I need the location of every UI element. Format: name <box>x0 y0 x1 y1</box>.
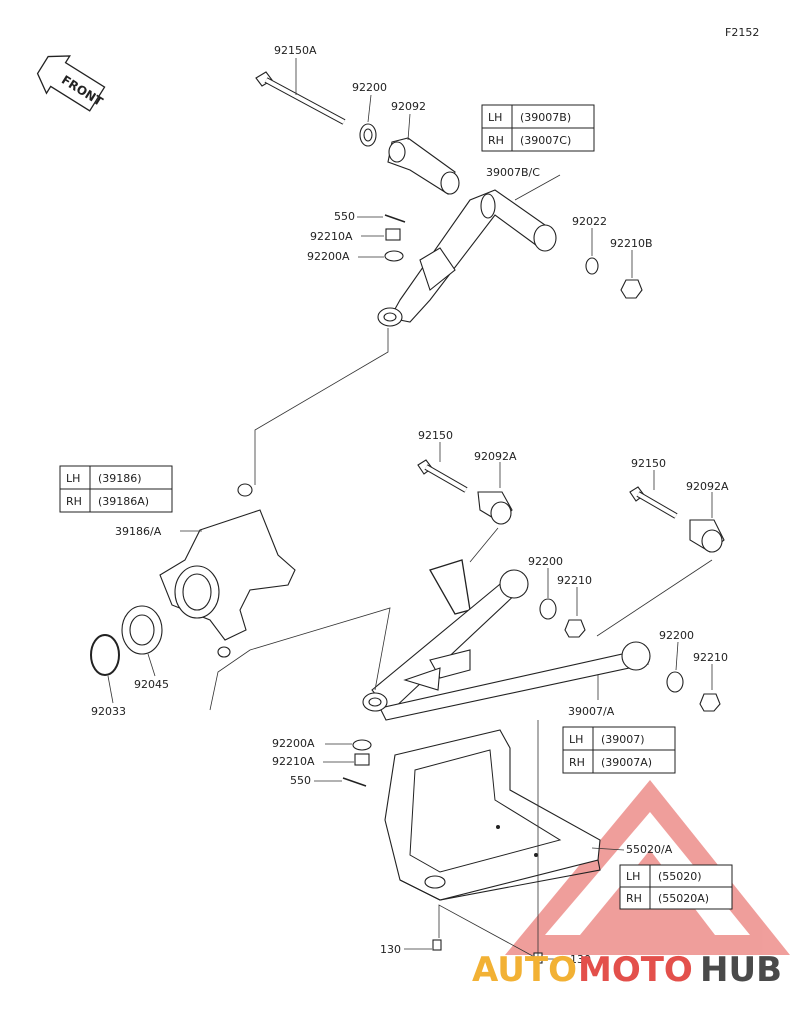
lower-a-arm <box>362 559 651 721</box>
label-92022: 92022 <box>572 215 607 228</box>
label-92200-right: 92200 <box>659 629 694 642</box>
table-guard: LH (55020) RH (55020A) <box>619 864 733 910</box>
watermark-moto: MOTO <box>578 950 693 990</box>
label-92092A-right: 92092A <box>686 480 729 493</box>
skid-guard-55020 <box>384 729 601 901</box>
label-92033: 92033 <box>91 705 126 718</box>
nut-92210-right <box>699 693 721 712</box>
label-92200-upper: 92200 <box>352 81 387 94</box>
table-knuckle-lh: LH <box>66 472 80 485</box>
label-92210-mid: 92210 <box>557 574 592 587</box>
label-92210B: 92210B <box>610 237 653 250</box>
bolt-130-left <box>432 939 442 951</box>
table-upper-arm: LH (39007B) RH (39007C) <box>481 104 595 152</box>
bolt-92150A <box>255 71 346 125</box>
table-guard-lh: LH <box>626 870 640 883</box>
label-39186A: 39186/A <box>115 525 162 538</box>
label-92150A: 92150A <box>274 44 317 57</box>
washer-92200-right <box>666 671 684 693</box>
washer-92200A-top <box>384 250 404 262</box>
table-guard-lh-code: (55020) <box>658 870 702 883</box>
table-upper-arm-lh: LH <box>488 111 502 124</box>
label-92200A-top: 92200A <box>307 250 350 263</box>
table-lower-arm-rh: RH <box>569 756 585 769</box>
leader-lines <box>107 58 713 961</box>
label-92092: 92092 <box>391 100 426 113</box>
upper-a-arm <box>377 189 557 327</box>
label-92092A-left: 92092A <box>474 450 517 463</box>
cotter-pin-550-bottom <box>342 777 367 787</box>
washer-92022 <box>585 257 599 275</box>
bolt-92150-right <box>629 486 678 519</box>
nut-92210B <box>620 279 643 299</box>
table-knuckle-lh-code: (39186) <box>98 472 142 485</box>
circlip-92033 <box>90 634 120 676</box>
bearing-92045 <box>121 605 163 655</box>
table-knuckle-rh-code: (39186A) <box>98 495 149 508</box>
table-guard-rh: RH <box>626 892 642 905</box>
figure-code: F2152 <box>725 26 759 39</box>
table-upper-arm-rh: RH <box>488 134 504 147</box>
steering-knuckle-39186 <box>159 483 296 658</box>
bushing-92092 <box>387 137 460 195</box>
front-arrow-icon: FRONT <box>36 55 106 112</box>
castle-nut-92210A-top <box>385 228 401 241</box>
label-92210A-top: 92210A <box>310 230 353 243</box>
table-lower-arm-lh: LH <box>569 733 583 746</box>
table-knuckle-rh: RH <box>66 495 82 508</box>
table-upper-arm-lh-code: (39007B) <box>520 111 571 124</box>
watermark-auto: AUTO <box>472 950 577 990</box>
castle-nut-92210A-bottom <box>354 753 370 766</box>
label-550-bottom: 550 <box>290 774 311 787</box>
bushing-92092A-right <box>689 519 725 553</box>
table-lower-arm-rh-code: (39007A) <box>601 756 652 769</box>
table-guard-rh-code: (55020A) <box>658 892 709 905</box>
label-92210-right: 92210 <box>693 651 728 664</box>
label-39007A: 39007/A <box>568 705 615 718</box>
label-92200A-bottom: 92200A <box>272 737 315 750</box>
label-92150-left: 92150 <box>418 429 453 442</box>
bolt-92150-left <box>417 459 468 493</box>
label-92045: 92045 <box>134 678 169 691</box>
nut-92210-mid <box>564 619 586 638</box>
watermark-hub: HUB <box>700 950 782 990</box>
label-130-right: 130 <box>570 953 591 966</box>
label-55020A: 55020/A <box>626 843 673 856</box>
watermark-logo: AUTO MOTO HUB <box>472 950 782 990</box>
table-upper-arm-rh-code: (39007C) <box>520 134 571 147</box>
label-92150-right: 92150 <box>631 457 666 470</box>
washer-92200-mid <box>539 598 557 620</box>
table-lower-arm: LH (39007) RH (39007A) <box>562 726 676 774</box>
washer-92200A-bottom <box>352 739 372 751</box>
washer-92200-upper <box>359 123 377 147</box>
label-39007BC: 39007B/C <box>486 166 540 179</box>
label-92200-mid: 92200 <box>528 555 563 568</box>
label-92210A-bottom: 92210A <box>272 755 315 768</box>
label-550-top: 550 <box>334 210 355 223</box>
label-130-left: 130 <box>380 943 401 956</box>
bushing-92092A-left <box>477 491 513 525</box>
cotter-pin-550-top <box>384 214 406 223</box>
table-knuckle: LH (39186) RH (39186A) <box>59 465 173 513</box>
table-lower-arm-lh-code: (39007) <box>601 733 645 746</box>
